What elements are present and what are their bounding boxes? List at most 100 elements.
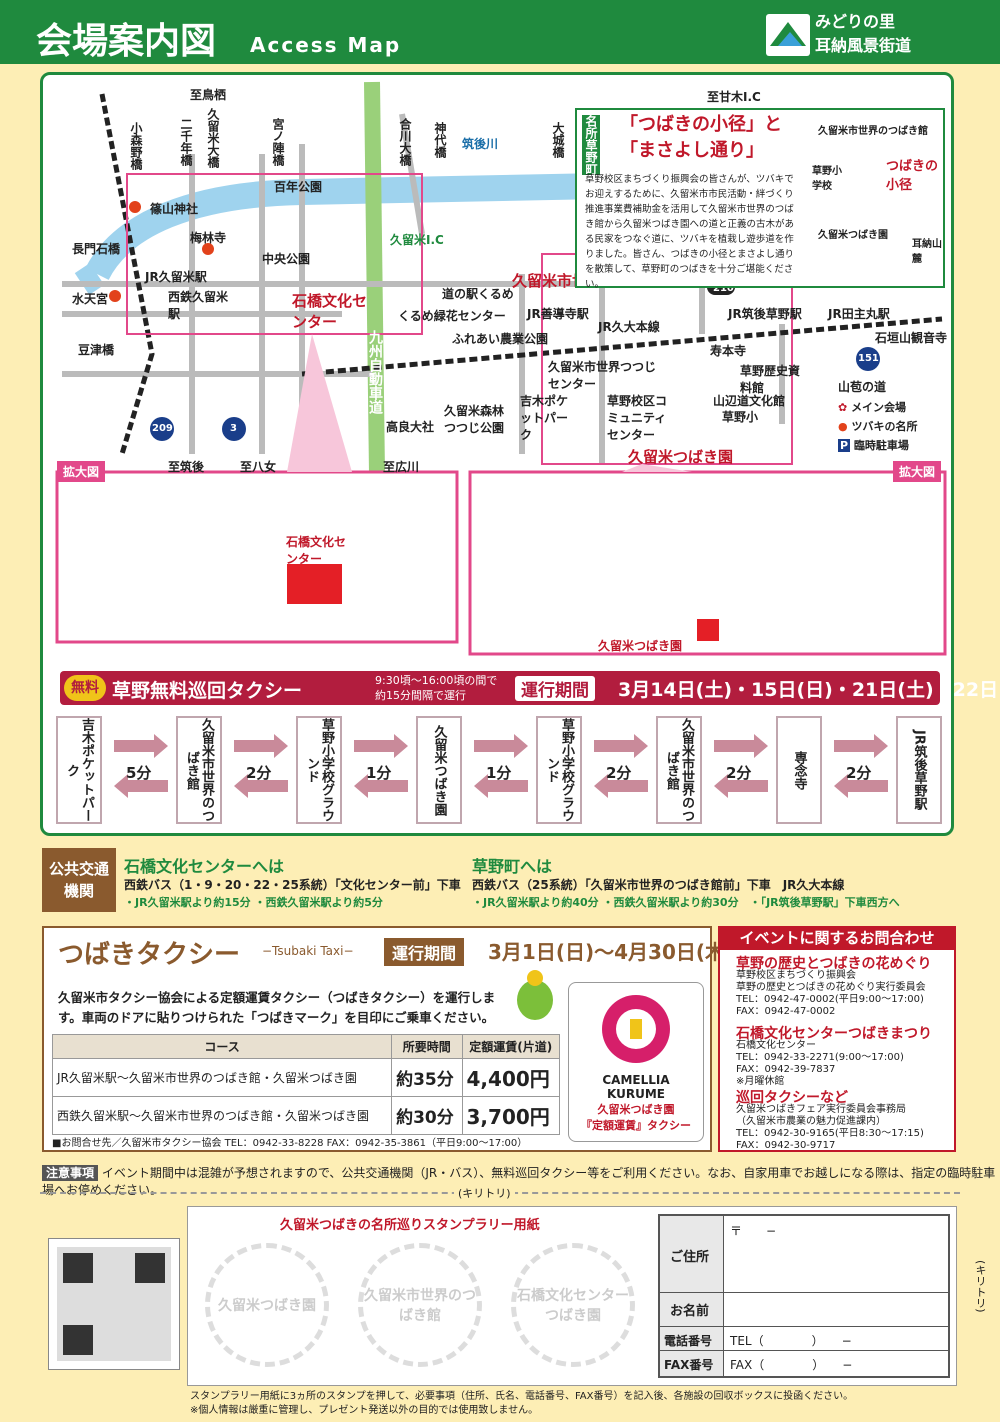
inset-mino: 耳納山麓 xyxy=(912,239,942,265)
label-to-yame: 至八女 xyxy=(240,460,277,474)
bridge-aikawa: 合川大橋 xyxy=(398,118,412,166)
duration-3: 1分 xyxy=(366,764,392,782)
duration-4: 1分 xyxy=(486,764,512,782)
route-210: 210 xyxy=(713,283,734,294)
form-tel-field[interactable]: TEL（ ） − xyxy=(730,1334,852,1348)
cut-label: (キリトリ) xyxy=(454,1185,515,1201)
inset-kusano-sho: 草野小学校 xyxy=(812,166,842,192)
bridge-toshi: 豆津橋 xyxy=(78,343,115,357)
label-kusano-museum: 草野歴史資料館 xyxy=(740,364,801,395)
bridge-miyanojin: 宮ノ陣橋 xyxy=(271,118,285,166)
header-bar xyxy=(0,0,1000,64)
zoom-ishibashi: 石橋文化センター xyxy=(286,535,347,566)
label-kusano-station: JR筑後草野駅 xyxy=(728,307,802,321)
label-to-chikugo: 至筑後 xyxy=(168,460,205,474)
label-chikugo-river: 筑後川 xyxy=(462,137,499,151)
form-postal[interactable]: 〒 − xyxy=(730,1224,777,1238)
tsubaki-period: 3月1日(日)〜4月30日(木) xyxy=(488,940,735,964)
free-taxi-schedule: 9:30頃〜16:00頃の間で約15分間隔で運行 xyxy=(375,674,498,702)
inset-kan: 久留米市世界のつばき館 xyxy=(818,126,928,137)
stamp-circle-1[interactable]: 久留米つばき園 xyxy=(205,1243,329,1367)
inset-komichi: つばきの小径 xyxy=(886,159,939,193)
public-transport-tag: 公共交通機関 xyxy=(42,848,116,912)
label-hyakunen-park: 百年公園 xyxy=(274,180,323,194)
label-ishibashi-center: 石橋文化センター xyxy=(292,292,368,331)
byway-name: みどりの里耳納風景街道 xyxy=(815,12,912,55)
stop-8: JR筑後草野駅 xyxy=(896,716,942,824)
bridge-oki: 大城橋 xyxy=(551,122,565,158)
contact-3-title: 巡回タクシーなど xyxy=(736,1090,848,1106)
bridge-jindai: 神代橋 xyxy=(433,122,447,158)
duration-7: 2分 xyxy=(846,764,872,782)
duration-2: 2分 xyxy=(246,764,272,782)
free-badge: 無料 xyxy=(64,675,106,701)
duration-1: 5分 xyxy=(126,764,152,782)
stamp-form: ご住所 〒 − お名前 電話番号 TEL（ ） − FAX番号 FAX（ ） − xyxy=(658,1214,950,1378)
label-tanushimaru: JR田主丸駅 xyxy=(828,307,890,321)
form-fax-label: FAX番号 xyxy=(664,1358,714,1372)
label-expressway: 九州自動車道 xyxy=(367,330,383,414)
taxi-arrows xyxy=(114,734,888,798)
label-yamabato: 山苞の道 xyxy=(838,380,887,394)
label-jr-kurume: JR久留米駅 xyxy=(145,270,207,284)
stop-1: 吉木ポケットパーク xyxy=(56,716,102,824)
zoom-tag-left: 拡大図 xyxy=(57,461,106,482)
label-pocket-park: 吉木ポケットパーク xyxy=(520,394,569,442)
label-shinrin: 久留米森林つつじ公園 xyxy=(444,404,505,435)
qr-code[interactable] xyxy=(48,1238,180,1370)
kusano-heading: 草野町へは xyxy=(472,857,553,876)
zoom-tsubaki-en: 久留米つばき園 xyxy=(598,639,683,653)
label-yamabe: 山辺道文化館 xyxy=(713,394,786,408)
bridge-komori: 小森野橋 xyxy=(129,122,143,170)
route-3: 3 xyxy=(230,423,237,434)
camellia-icon xyxy=(602,995,670,1063)
free-taxi-period: 3月14日(土)・15日(日)・21日(土)・22日(日) xyxy=(618,679,999,728)
inset-text: 草野校区まちづくり振興会の皆さんが、ツバキでお迎えするために、久留米市市民活動・… xyxy=(585,174,795,290)
tsubaki-fare-table: コース所要時間定額運賃(片道) JR久留米駅〜久留米市世界のつばき館・久留米つば… xyxy=(51,1034,561,1135)
zoom-tag-right: 拡大図 xyxy=(893,461,942,482)
form-tel-label: 電話番号 xyxy=(664,1334,713,1348)
label-zendoji: JR善導寺駅 xyxy=(527,307,589,321)
form-name-label: お名前 xyxy=(670,1304,710,1319)
bridge-nagato: 長門石橋 xyxy=(72,242,121,256)
stamp-footnote: スタンプラリー用紙に3ヵ所のスタンプを押して、必要事項（住所、氏名、電話番号、F… xyxy=(190,1391,854,1416)
scenic-byway-logo xyxy=(766,14,810,56)
stamp-circle-3[interactable]: 石橋文化センターつばき園 xyxy=(511,1243,635,1367)
inset-en: 久留米つばき園 xyxy=(818,230,888,241)
label-to-toriba: 至鳥栖 xyxy=(190,88,227,102)
bridge-kurume-ohashi: 久留米大橋 xyxy=(206,108,220,168)
tsubaki-inquiry: ■お問合せ先／久留米市タクシー協会 TEL：0942-33-8228 FAX：0… xyxy=(52,1138,528,1149)
label-sasayama: 篠山神社 xyxy=(150,202,199,216)
free-taxi-bar xyxy=(60,671,940,705)
ishibashi-bus: 西鉄バス（1・9・20・22・25系統）「文化センター前」下車 xyxy=(124,878,461,892)
route-209: 209 xyxy=(152,423,173,434)
label-fureai: ふれあい農業公園 xyxy=(452,332,549,346)
label-nishitetsu: 西鉄久留米駅 xyxy=(168,290,229,321)
label-tsutsuji: 久留米市世界つつじセンター xyxy=(548,360,657,391)
label-community: 草野校区コミュニティセンター xyxy=(607,394,668,442)
kusano-time: ・JR久留米駅より約40分 ・西鉄久留米駅より約30分 ・「JR筑後草野駅」下車… xyxy=(472,896,900,909)
label-to-hirokawa: 至広川 xyxy=(383,460,420,474)
label-tsubaki-en: 久留米つばき園 xyxy=(628,448,734,466)
label-to-amaki: 至甘木I.C xyxy=(707,90,761,104)
inset-title: 「つばきの小径」と「まさよし通り」 xyxy=(620,114,782,161)
tsubaki-text: 久留米市タクシー協会による定額運賃タクシー（つばきタクシー）を運行します。車両の… xyxy=(58,990,496,1025)
label-korai: 高良大社 xyxy=(386,420,435,434)
contact-1-title: 草野の歴史とつばきの花めぐり xyxy=(736,956,932,972)
tsubaki-period-label: 運行期間 xyxy=(384,938,465,966)
page-title: 会場案内図 xyxy=(36,21,217,62)
contact-3-lines: 久留米つばきフェア実行委員会事務局（久留米市農業の魅力促進課内）TEL：0942… xyxy=(736,1104,924,1151)
route-151: 151 xyxy=(858,353,879,364)
stamp-circle-2[interactable]: 久留米市世界のつばき館 xyxy=(358,1243,482,1367)
bridge-futasen: 二千年橋 xyxy=(179,118,193,166)
label-kurume-ic: 久留米I.C xyxy=(390,233,444,247)
ishibashi-heading: 石橋文化センターへは xyxy=(124,857,285,876)
label-midori-center: くるめ緑花センター xyxy=(398,309,506,323)
label-kusano-elem: 草野小 xyxy=(722,410,759,424)
form-fax-field[interactable]: FAX（ ） − xyxy=(730,1358,853,1372)
stop-2: 久留米市世界のつばき館 xyxy=(176,716,222,824)
page-subtitle: Access Map xyxy=(250,33,402,57)
contact-2-title: 石橋文化センターつばきまつり xyxy=(736,1026,932,1042)
